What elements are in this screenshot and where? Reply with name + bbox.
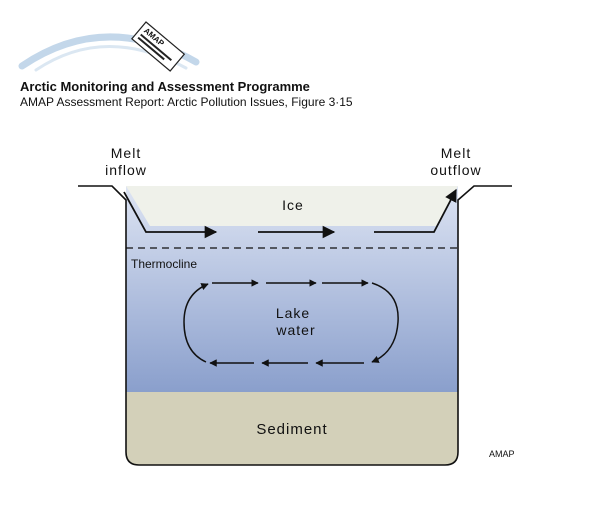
- outflow-label-line1: Melt: [441, 145, 471, 161]
- inflow-label-line1: Melt: [111, 145, 141, 161]
- sediment-label: Sediment: [256, 421, 327, 438]
- ice-layer: [126, 186, 458, 226]
- water-label-line2: water: [275, 322, 315, 338]
- sediment-layer: [126, 392, 458, 465]
- outflow-label-line2: outflow: [430, 162, 481, 178]
- basin-outline: [78, 185, 512, 466]
- ice-label: Ice: [282, 197, 304, 213]
- credit-label: AMAP: [489, 449, 515, 459]
- inflow-label-line2: inflow: [105, 162, 147, 178]
- outflow-arrow: [374, 188, 457, 233]
- figure-title: Arctic Monitoring and Assessment Program…: [20, 79, 310, 94]
- water-label-line1: Lake: [276, 305, 310, 321]
- thermocline-label: Thermocline: [131, 257, 197, 271]
- circulation-loop: [183, 279, 399, 367]
- figure-subtitle: AMAP Assessment Report: Arctic Pollution…: [20, 95, 353, 109]
- logo-badge: AMAP: [131, 21, 186, 72]
- inflow-arrow: [123, 191, 218, 239]
